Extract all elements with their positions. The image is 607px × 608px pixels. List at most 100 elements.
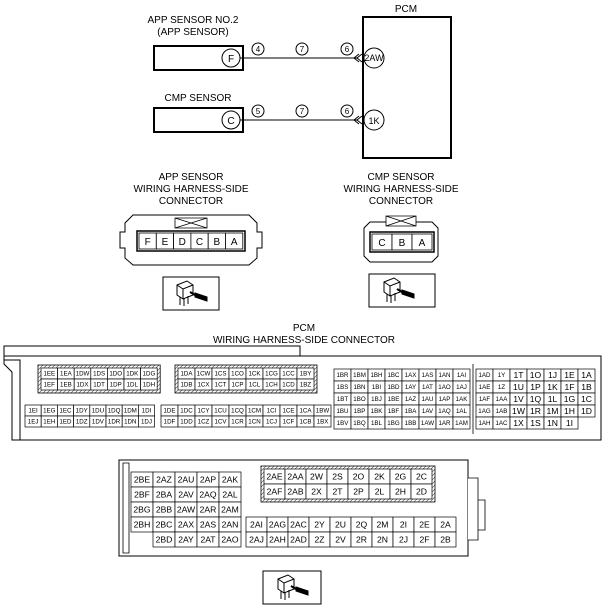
pcm-pin-label: 1AR (438, 420, 451, 427)
pcm-pin-label: 1DI (142, 408, 152, 415)
pcm-pin-label: 1CA (299, 408, 312, 415)
pcm-pin-label: 2G (395, 472, 407, 482)
pcm-pin-label: 1BL (371, 420, 383, 427)
pcm-pin-cell (410, 483, 433, 500)
pcm-connector-title-line1: PCM (293, 323, 315, 334)
pcm-pin-label: 1BM (353, 372, 366, 379)
pcm-pin-label: 1BW (316, 408, 330, 415)
pcm-pin-label: 1EI (28, 408, 38, 415)
pcm-pin-cell (313, 415, 332, 428)
pcm-pin-label: 2AL (222, 490, 238, 500)
app-connector: APP SENSOR WIRING HARNESS-SIDE CONNECTOR… (119, 172, 263, 311)
pcm-pin-label: 2AC (290, 520, 307, 530)
pcm-pin-label: 1BR (336, 372, 349, 379)
pcm-pin-label: 2BG (133, 505, 151, 515)
pcm-pin-label: 2H (395, 487, 406, 497)
pcm-pin-label: 1T (513, 370, 524, 380)
cmp-connector-pin-label: C (378, 238, 385, 249)
pcm-pin-label: 1W (512, 406, 526, 416)
pcm-pin-label: 2AR (200, 505, 217, 515)
pcm-pin-label: 1AV (422, 408, 434, 415)
pcm-pin-label: 1DZ (76, 419, 88, 426)
app-marker-3: 6 (345, 45, 350, 54)
pcm-pin-label: 2BH (134, 520, 151, 530)
pcm-pin-label: 2BA (156, 490, 173, 500)
pcm-pin-label: 2AN (222, 520, 239, 530)
pcm-pin-label: 2B (440, 535, 451, 545)
pcm-pin-cmp-circle (363, 109, 385, 131)
pcm-pin-label: 2AG (269, 520, 287, 530)
cmp-connector-pin-label: B (399, 238, 406, 249)
pcm-pin-label: 1DB (180, 382, 192, 389)
pcm-pin-cell (452, 416, 471, 430)
pcm-pin-label: 1EH (43, 419, 55, 426)
pcm-pin-label: 1DA (180, 371, 193, 378)
pcm-pin-label: 1AC (495, 420, 508, 427)
pcm-pin-label: 1CY (197, 408, 209, 415)
app-connector-title-line1: APP SENSOR (159, 172, 224, 183)
pcm-pin-label: 1S (530, 418, 541, 428)
app-sensor-label-line2: (APP SENSOR) (157, 27, 229, 38)
cmp-wire-connector-mark (353, 115, 363, 125)
cmp-marker-3-circle (340, 104, 354, 118)
pcm-pin-label: 1AG (478, 408, 491, 415)
pcm-pin-label: 1AB (496, 408, 508, 415)
pcm-pin-label: 2AY (178, 535, 194, 545)
pcm-pin-label: 1EA (60, 371, 73, 378)
pcm-pin-label: 1BD (387, 384, 400, 391)
pcm-pin-label: 1BK (371, 408, 384, 415)
pcm-pin-label: 1M (547, 406, 559, 416)
pcm-pin-label: 1AI (457, 372, 467, 379)
pcm-pin-label: 1AU (421, 396, 433, 403)
cmp-marker-1-circle (251, 104, 265, 118)
pcm-pin-label: 2AB (287, 487, 304, 497)
pcm-pin-cmp-label: 1K (368, 116, 379, 126)
pcm-pin-label: 1DE (163, 408, 175, 415)
pcm-pin-label: 1DT (93, 382, 105, 389)
pcm-pin-label: 1AF (479, 396, 491, 403)
pcm-pin-label: 1BC (387, 372, 400, 379)
pcm-pin-label: 1E (564, 370, 575, 380)
pcm-pin-label: 1P (530, 382, 541, 392)
pcm-pin-label: 2L (375, 487, 385, 497)
pcm-pin-label: 1EB (60, 382, 72, 389)
pcm-pin-label: 1CS (214, 371, 226, 378)
pcm-pin-label: 2J (399, 535, 408, 545)
pcm-pin-label: 1BH (370, 372, 382, 379)
pcm-pin-label: 1AA (496, 396, 509, 403)
pcm-pin-label: 1CI (267, 408, 277, 415)
pcm-pin-label: 1DF (164, 419, 176, 426)
pcm-pin-label: 1DV (92, 419, 105, 426)
app-connector-pin-label: D (179, 237, 186, 248)
pcm-pin-label: 2AJ (249, 535, 264, 545)
cmp-connector-title-line1: CMP SENSOR (367, 172, 434, 183)
pcm-pin-label: 2Y (314, 520, 325, 530)
pcm-pin-label: 1DD (180, 419, 193, 426)
pcm-pin-label: 1AY (405, 384, 416, 391)
pcm-pin-label: 1CX (197, 382, 209, 389)
pcm-pin-label: 2K (374, 472, 385, 482)
pcm-pin-label: 1AW (421, 420, 434, 427)
cmp-connector: CMP SENSOR WIRING HARNESS-SIDE CONNECTOR… (343, 172, 459, 308)
cmp-sensor-label: CMP SENSOR (164, 93, 231, 104)
pcm-pin-label: 1CZ (198, 419, 210, 426)
pcm-pin-label: 2BB (156, 505, 173, 515)
cmp-connector-pin-cell (411, 233, 433, 251)
pcm-pin-label: 1DJ (141, 419, 152, 426)
pcm-pin-label: 1CT (215, 382, 227, 389)
pcm-pin-label: 1BQ (353, 420, 366, 427)
pcm-pin-label: 1ED (59, 419, 72, 426)
pcm-pin-label: 1G (564, 394, 576, 404)
harness-view-icon (277, 574, 309, 600)
pcm-pin-label: 2F (419, 535, 429, 545)
pcm-pin-label: 1EE (43, 371, 55, 378)
pcm-pin-label: 1BO (353, 396, 366, 403)
pcm-pin-label: 1DS (93, 371, 105, 378)
pcm-pin-label: 2AW (177, 505, 196, 515)
pcm-connector-lower-right-tab (468, 477, 486, 541)
pcm-pin-label: 1BT (337, 396, 349, 403)
pcm-pin-label: 1DN (124, 419, 136, 426)
pcm-pin-label: 1CL (249, 382, 261, 389)
pcm-pin-label: 1AO (438, 384, 451, 391)
